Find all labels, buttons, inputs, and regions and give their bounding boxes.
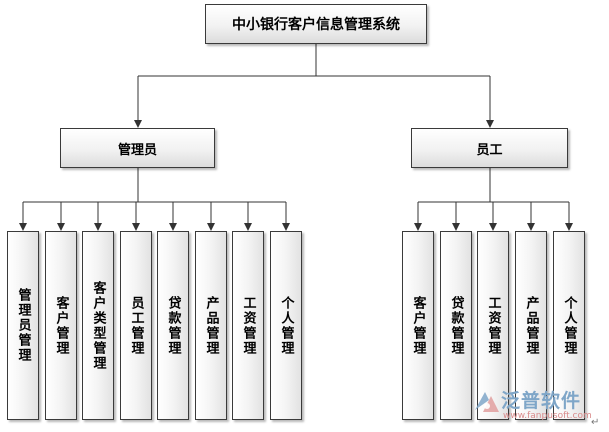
role-label-staff: 员工 — [476, 142, 503, 158]
leaf-label: 产品管理 — [203, 295, 219, 356]
leaf-label: 个人管理 — [561, 295, 577, 356]
admin-leaf-personal-management: 个人管理 — [270, 231, 302, 420]
admin-leaf-admin-management: 管理员管理 — [7, 231, 39, 420]
watermark: 泛普软件 www.fanpusoft.com — [471, 386, 601, 426]
admin-leaf-customer-management: 客户管理 — [45, 231, 77, 420]
admin-leaf-staff-management: 员工管理 — [120, 231, 152, 420]
leaf-label: 客户管理 — [410, 295, 426, 356]
staff-leaf-personal-management: 个人管理 — [553, 231, 585, 420]
leaf-label: 客户类型管理 — [90, 280, 106, 371]
leaf-label: 客户管理 — [53, 295, 69, 356]
leaf-label: 员工管理 — [128, 295, 144, 356]
system-title: 中小银行客户信息管理系统 — [232, 17, 400, 33]
system-title-box: 中小银行客户信息管理系统 — [205, 4, 427, 44]
leaf-label: 工资管理 — [485, 295, 501, 356]
leaf-label: 产品管理 — [523, 295, 539, 356]
watermark-brand: 泛普软件 — [501, 390, 582, 412]
leaf-label: 贷款管理 — [448, 295, 464, 356]
admin-leaf-customer-type-management: 客户类型管理 — [82, 231, 114, 420]
leaf-label: 工资管理 — [240, 295, 256, 356]
fanpu-logo-icon — [475, 392, 499, 412]
role-box-admin: 管理员 — [60, 128, 215, 168]
role-box-staff: 员工 — [411, 128, 568, 168]
leaf-label: 个人管理 — [278, 295, 294, 356]
admin-leaf-product-management: 产品管理 — [195, 231, 227, 420]
staff-leaf-product-management: 产品管理 — [515, 231, 547, 420]
paragraph-return-icon: ↵ — [591, 417, 600, 428]
admin-leaf-salary-management: 工资管理 — [232, 231, 264, 420]
leaf-label: 贷款管理 — [165, 295, 181, 356]
staff-leaf-salary-management: 工资管理 — [477, 231, 509, 420]
admin-leaf-loan-management: 贷款管理 — [157, 231, 189, 420]
role-label-admin: 管理员 — [117, 142, 157, 158]
watermark-url: www.fanpusoft.com — [503, 411, 592, 421]
leaf-label: 管理员管理 — [15, 288, 31, 363]
staff-leaf-loan-management: 贷款管理 — [440, 231, 472, 420]
staff-leaf-customer-management: 客户管理 — [402, 231, 434, 420]
